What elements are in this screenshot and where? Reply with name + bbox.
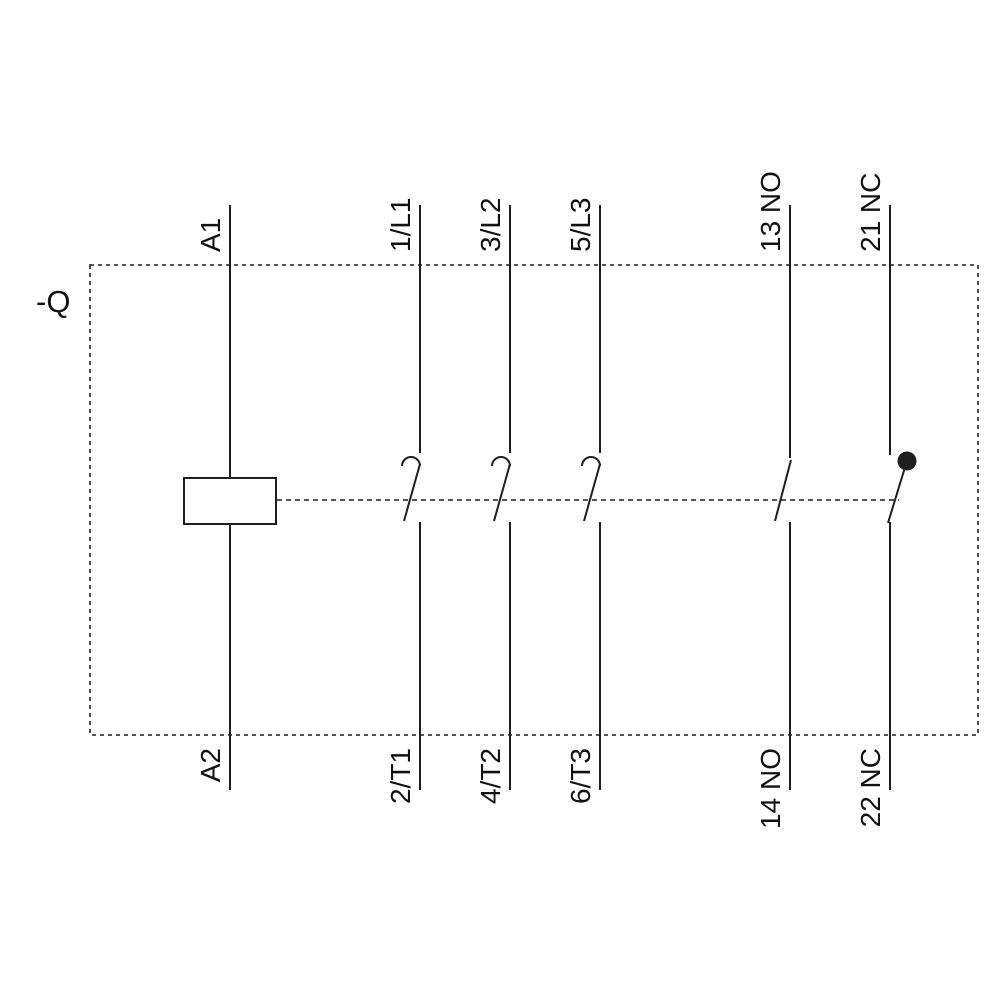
aux-nc-contact-blade — [887, 463, 907, 524]
pole-2-top-label: 3/L2 — [475, 198, 506, 253]
nc-fixed-contact-dot — [897, 451, 917, 471]
coil-a1-label: A1 — [195, 218, 226, 252]
pole-1-top-label: 1/L1 — [385, 198, 416, 253]
pole-3-contact-arc — [581, 456, 601, 467]
aux-nc-contact: 21 NC 22 NC — [855, 173, 917, 827]
aux-nc-bottom-label: 22 NC — [855, 748, 886, 827]
aux-no-contact-blade — [774, 459, 792, 522]
pole-1-contact-arc — [401, 456, 421, 467]
pole-1-bottom-label: 2/T1 — [385, 748, 416, 804]
pole-2-bottom-label: 4/T2 — [475, 748, 506, 804]
coil-symbol — [183, 477, 277, 525]
device-designator: -Q — [36, 284, 70, 319]
aux-no-top-label: 13 NO — [755, 171, 786, 252]
pole-3-top-label: 5/L3 — [565, 198, 596, 253]
aux-no-contact: 13 NO 14 NO — [755, 171, 792, 829]
main-pole-1: 1/L1 2/T1 — [385, 198, 421, 804]
pole-1-contact-blade — [403, 463, 421, 522]
aux-nc-top-label: 21 NC — [855, 173, 886, 252]
main-pole-3: 5/L3 6/T3 — [565, 198, 601, 804]
aux-no-bottom-label: 14 NO — [755, 748, 786, 829]
device-boundary — [89, 264, 979, 736]
coil-branch: A1 A2 — [183, 205, 277, 790]
pole-3-contact-blade — [583, 463, 601, 522]
pole-2-contact-blade — [493, 463, 511, 522]
main-pole-2: 3/L2 4/T2 — [475, 198, 511, 804]
coil-a2-label: A2 — [195, 748, 226, 782]
pole-3-bottom-label: 6/T3 — [565, 748, 596, 804]
pole-2-contact-arc — [491, 456, 511, 467]
